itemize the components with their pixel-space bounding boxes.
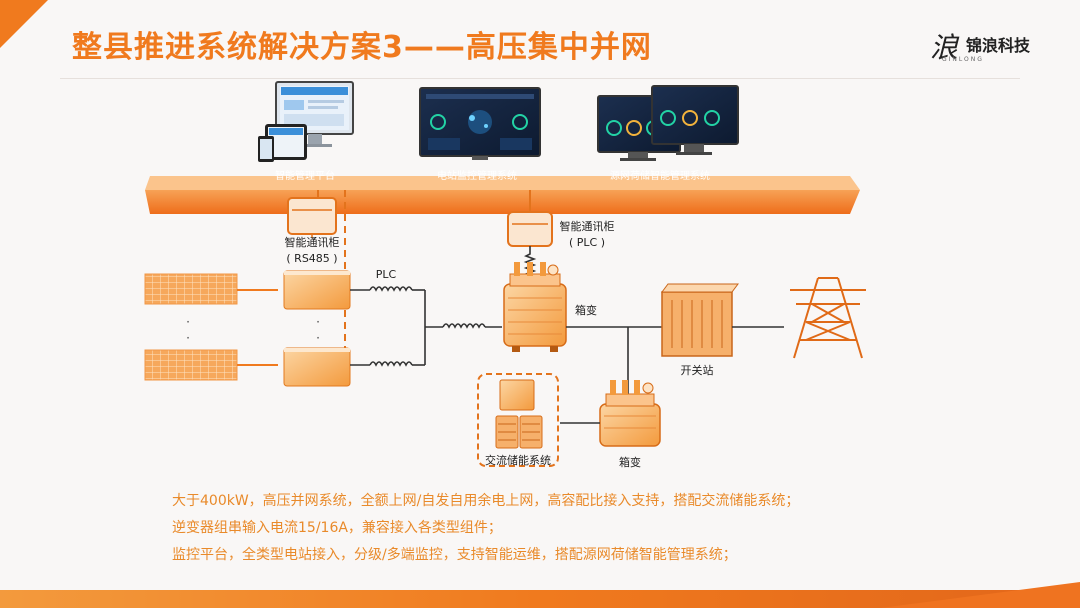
logo-subtext: GINLONG: [942, 56, 984, 63]
platform-label-station-monitoring: 电站监控管理系统: [437, 169, 517, 182]
smart-platform-devices: [258, 81, 354, 162]
ac-storage-system: 交流储能系统: [477, 373, 559, 467]
transmission-tower-icon: [790, 277, 866, 359]
comm-cabinet-left-name: 智能通讯柜: [285, 235, 340, 249]
comm-cabinet-right-protocol: ( PLC ): [569, 236, 605, 249]
ac-storage-label: 交流储能系统: [485, 453, 551, 467]
plc-lines: PLC: [350, 268, 502, 367]
title-divider: [60, 78, 1020, 79]
inverter-top: [283, 270, 351, 310]
company-logo: 浪 锦浪科技 GINLONG: [930, 26, 1050, 66]
comm-cabinet-left-protocol: ( RS485 ): [286, 252, 337, 265]
description-line-2: 逆变器组串输入电流15/16A，兼容接入各类型组件；: [172, 520, 502, 536]
comm-cabinet-right-name: 智能通讯柜: [560, 219, 615, 233]
ellipsis-mid: ·: [316, 315, 320, 329]
dual-management-screens: [597, 85, 739, 161]
comm-cabinet-left: 智能通讯柜 ( RS485 ): [285, 190, 346, 378]
main-bus: [566, 326, 662, 378]
system-diagram: 智能管理平台 电站监控管理系统 源网荷储智能管理系统: [144, 81, 866, 469]
ellipsis-mid-2: ·: [316, 331, 320, 345]
box-transformer-bottom-label: 箱变: [619, 455, 641, 469]
box-transformer-bottom: 箱变: [560, 378, 661, 469]
footer-accent: [880, 582, 1080, 608]
footer-band: [0, 590, 1080, 608]
page-title: 整县推进系统解决方案3——高压集中并网: [72, 30, 652, 65]
corner-accent: [0, 0, 48, 48]
box-transformer-top: 箱变: [503, 262, 597, 352]
platform-band: 智能管理平台 电站监控管理系统 源网荷储智能管理系统: [145, 169, 860, 214]
logo-name: 锦浪科技: [966, 36, 1031, 55]
plc-label: PLC: [376, 268, 397, 281]
ellipsis-left-2: ·: [186, 331, 190, 345]
pv-array-top: [144, 273, 278, 305]
pv-array-bottom: [144, 349, 278, 381]
platform-label-source-grid-load-storage: 源网荷储智能管理系统: [610, 169, 710, 182]
inverter-bottom: [283, 347, 351, 387]
description-line-3: 监控平台，全类型电站接入，分级/多端监控，支持智能运维，搭配源网荷储智能管理系统…: [172, 547, 737, 563]
switch-station-label: 开关站: [681, 363, 714, 377]
platform-label-smart-management: 智能管理平台: [275, 169, 335, 182]
monitoring-screen: [419, 87, 541, 160]
description-line-1: 大于400kW，高压并网系统，全额上网/自发自用余电上网，高容配比接入支持，搭配…: [172, 493, 800, 509]
switch-station: 开关站: [661, 283, 784, 377]
ellipsis-left: ·: [186, 315, 190, 329]
logo-mark: 浪: [930, 31, 959, 64]
comm-cabinet-right: 智能通讯柜 ( PLC ): [507, 190, 615, 288]
box-transformer-top-label: 箱变: [575, 303, 597, 317]
